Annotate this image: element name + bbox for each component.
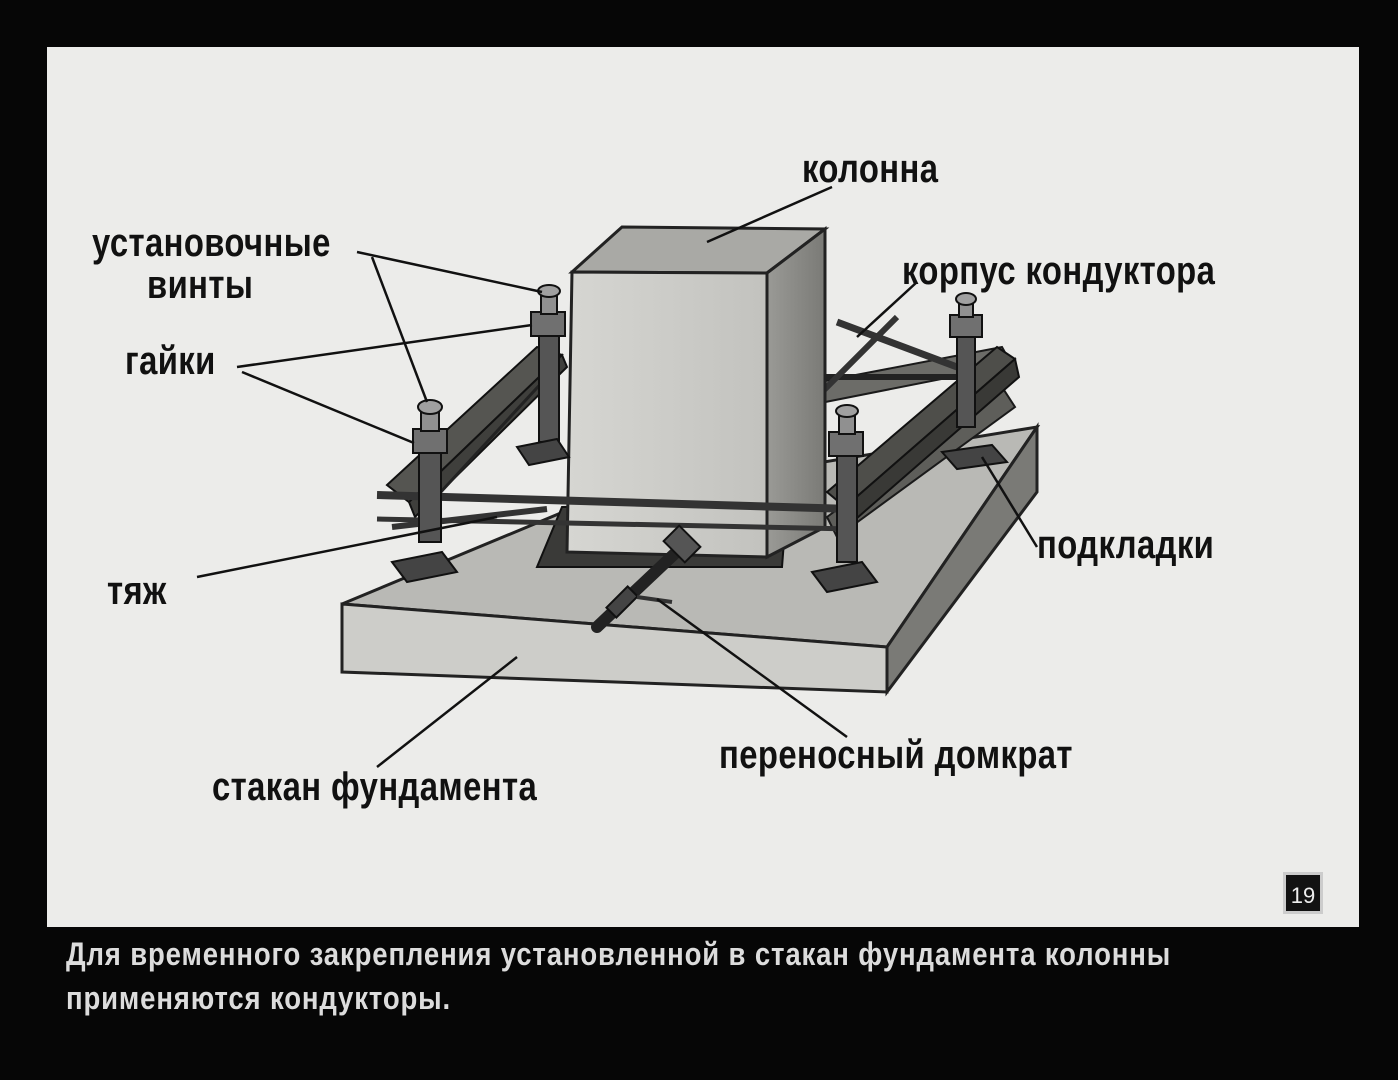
portable-jack — [591, 524, 702, 633]
conductor-diagram — [196, 185, 1041, 768]
adjust-post-left-front — [390, 399, 459, 584]
label-adjusting: установочные — [92, 221, 331, 265]
adjust-post-left-back — [515, 284, 571, 467]
adjust-post-right-back — [940, 292, 1009, 471]
adjust-post-right-front — [810, 404, 879, 594]
label-portable-jack: переносный домкрат — [719, 733, 1073, 777]
caption-line-1: Для временного закрепления установленной… — [66, 936, 1172, 972]
label-foundation-socket: стакан фундамента — [212, 765, 538, 809]
label-screws: винты — [147, 263, 254, 307]
label-shims: подкладки — [1037, 523, 1215, 567]
label-conductor-body: корпус кондуктора — [902, 249, 1216, 293]
label-nuts: гайки — [125, 339, 216, 383]
tie-rod — [376, 491, 853, 513]
caption-line-2: применяются кондукторы. — [66, 980, 452, 1016]
slide-frame: колонна установочные винты корпус кондук… — [47, 47, 1359, 927]
caption: Для временного закрепления установленной… — [66, 932, 1336, 1020]
leader-lines — [196, 185, 1039, 768]
foundation-side — [885, 422, 1039, 697]
page-number: 19 — [1283, 872, 1323, 914]
column-front — [565, 270, 769, 559]
frame-rail-left — [385, 345, 564, 504]
label-tie-rod: тяж — [107, 569, 167, 613]
label-column: колонна — [802, 147, 939, 191]
